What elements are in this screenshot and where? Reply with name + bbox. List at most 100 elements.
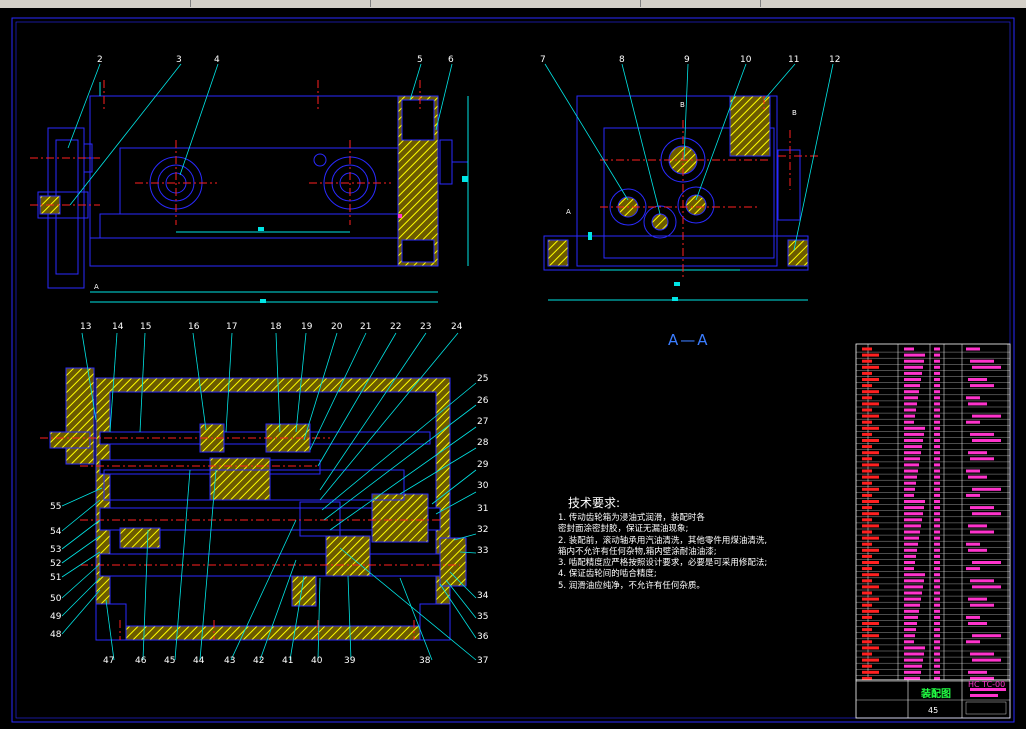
part-number-label: 27 <box>477 417 489 427</box>
bom-cell-text <box>862 439 879 442</box>
bom-cell-text <box>934 518 940 522</box>
bom-cell-text <box>904 579 924 583</box>
bom-cell-text <box>904 347 914 351</box>
part-number-label: 18 <box>270 322 282 332</box>
part-number-label: 6 <box>448 55 454 65</box>
window-top-strip <box>0 0 1026 8</box>
part-number-label: 41 <box>282 656 294 666</box>
part-number-label: 34 <box>477 591 489 601</box>
section-mark: B <box>792 109 797 117</box>
bom-cell-text <box>862 451 879 455</box>
bom-cell-text <box>862 347 872 351</box>
bom-cell-text <box>934 664 940 668</box>
part-number-label: 55 <box>50 502 62 512</box>
bom-cell-text <box>904 536 919 540</box>
requirement-line: 2. 装配前，滚动轴承用汽油清洗，其他零件用煤油清洗, <box>558 535 768 546</box>
bom-cell-text <box>966 615 980 619</box>
bom-cell-text <box>862 676 872 680</box>
bom-cell-text <box>934 670 940 674</box>
bom-cell-text <box>904 481 916 485</box>
part-number-label: 4 <box>214 55 220 65</box>
bom-cell-text <box>904 561 915 564</box>
bom-cell-text <box>904 420 914 424</box>
bom-cell-text <box>862 628 872 632</box>
bom-cell-text <box>968 475 987 479</box>
bom-cell-text <box>966 396 980 400</box>
part-number-label: 16 <box>188 322 200 332</box>
bom-cell-text <box>934 585 940 589</box>
bom-cell-text <box>934 554 940 558</box>
bom-cell-text <box>972 561 1001 564</box>
part-number-label: 53 <box>50 545 62 555</box>
part-number-label: 37 <box>477 656 489 666</box>
bom-cell-text <box>934 378 940 381</box>
part-number-label: 30 <box>477 481 489 491</box>
bom-cell-text <box>934 536 940 540</box>
bom-cell-text <box>862 530 872 534</box>
bom-cell-text <box>904 591 922 595</box>
part-number-label: 11 <box>788 55 800 65</box>
bom-cell-text <box>904 530 920 534</box>
bom-cell-text <box>904 615 918 619</box>
bom-cell-text <box>934 591 940 595</box>
part-number-label: 40 <box>311 656 323 666</box>
part-number-label: 31 <box>477 504 489 514</box>
bom-cell-text <box>970 676 994 680</box>
part-number-label: 24 <box>451 322 463 332</box>
part-number-label: 35 <box>477 612 489 622</box>
bom-cell-text <box>934 384 940 388</box>
bom-cell-text <box>934 371 940 375</box>
bom-cell-text <box>904 439 923 442</box>
bom-cell-text <box>970 652 994 656</box>
bom-cell-text <box>972 585 1001 589</box>
bom-cell-text <box>970 359 994 363</box>
toolbar-cell <box>0 0 191 7</box>
bom-cell-text <box>862 542 872 546</box>
bom-cell-text <box>966 567 980 571</box>
bom-table <box>855 343 1011 719</box>
bom-cell-text <box>904 646 925 650</box>
bom-cell-text <box>862 396 872 400</box>
part-number-label: 13 <box>80 322 92 332</box>
bom-cell-text <box>862 518 872 522</box>
bom-cell-text <box>970 384 994 388</box>
bom-cell-text <box>862 585 879 589</box>
bom-cell-text <box>904 493 914 497</box>
bom-cell-text <box>972 658 1001 662</box>
requirement-line: 4. 保证齿轮间的啮合精度; <box>558 569 657 580</box>
bom-cell-text <box>862 432 872 436</box>
bom-cell-text <box>904 451 921 455</box>
bom-cell-text <box>904 500 925 503</box>
bom-cell-text <box>862 469 872 473</box>
part-number-label: 38 <box>419 656 431 666</box>
part-number-label: 8 <box>619 55 625 65</box>
bom-cell-text <box>970 457 994 461</box>
bom-cell-text <box>904 634 915 638</box>
bom-cell-text <box>934 445 940 449</box>
bom-cell-text <box>934 658 940 662</box>
bom-cell-text <box>934 365 940 369</box>
bom-cell-text <box>934 481 940 485</box>
bom-cell-text <box>862 652 872 656</box>
bom-cell-text <box>968 402 987 406</box>
bom-cell-text <box>966 640 980 644</box>
bom-cell-text <box>904 463 919 467</box>
bom-cell-text <box>934 469 940 473</box>
bom-cell-text <box>904 573 925 577</box>
bom-cell-text <box>934 646 940 650</box>
drawing-name: 装配图 <box>921 689 951 700</box>
bom-cell-text <box>904 353 925 357</box>
bom-cell-text <box>934 615 940 619</box>
bom-cell-text <box>862 402 879 406</box>
bom-cell-text <box>904 567 914 571</box>
bom-cell-text <box>934 652 940 656</box>
requirement-line: 1. 传动齿轮箱为浸油式润滑，装配时各 <box>558 513 705 523</box>
bom-cell-text <box>934 390 940 394</box>
bom-cell-text <box>904 371 922 375</box>
toolbar-cell <box>370 0 641 7</box>
side-view-centerlines <box>600 96 818 280</box>
bom-cell-text <box>934 353 940 357</box>
toolbar-cell <box>190 0 371 7</box>
bom-cell-text <box>966 420 980 424</box>
